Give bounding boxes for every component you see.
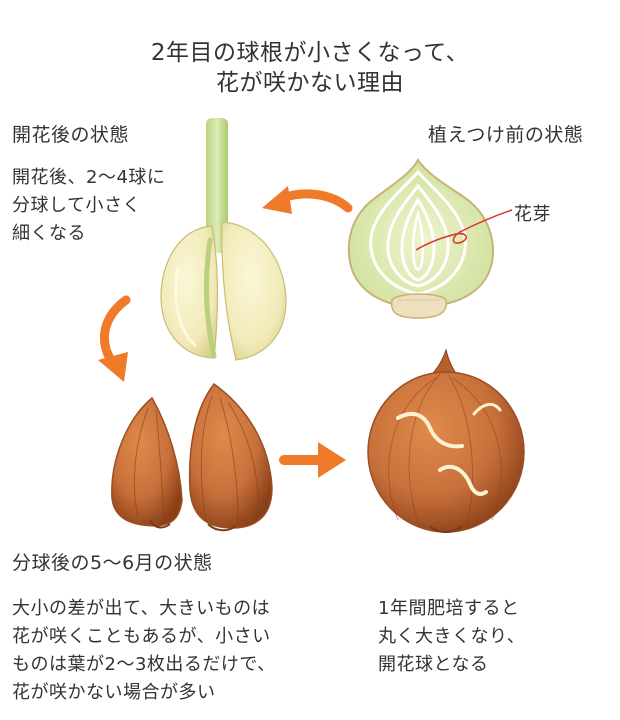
basal-plate <box>390 293 448 319</box>
after-split-text-2: 花が咲くこともあるが、小さい <box>12 626 271 647</box>
flower-bud-label: 花芽 <box>514 204 551 225</box>
split-cloves <box>111 382 273 532</box>
bulb-cross-section <box>347 158 513 319</box>
after-bloom-text-1: 開花後、2〜4球に <box>12 167 166 188</box>
flower-bud-callout-line <box>415 209 513 251</box>
one-year-text-2: 丸く大きくなり、 <box>378 626 526 647</box>
one-year-text-1: 1年間肥培すると <box>378 598 520 619</box>
arrowhead-2 <box>98 352 128 382</box>
after-bloom-text-2: 分球して小さく <box>12 195 141 216</box>
after-split-text-1: 大小の差が出て、大きいものは <box>12 598 271 619</box>
before-planting-heading: 植えつけ前の状態 <box>428 124 584 146</box>
skin-crack-3 <box>472 403 502 416</box>
after-bloom-bulb <box>160 118 287 361</box>
arrowhead-1 <box>262 186 292 214</box>
arrow-bloom-to-split <box>98 295 131 382</box>
skin-crack-2 <box>438 464 488 496</box>
after-split-text-3: ものは葉が2〜3枚出るだけで、 <box>12 654 276 675</box>
arrow-split-to-round <box>279 442 346 478</box>
one-year-text-3: 開花球となる <box>378 654 489 675</box>
arrowhead-3 <box>318 442 346 478</box>
bulb-clove-left <box>160 225 219 359</box>
after-split-heading: 分球後の5〜6月の状態 <box>12 552 213 574</box>
after-bloom-heading: 開花後の状態 <box>12 124 130 146</box>
after-bloom-text-3: 細くなる <box>12 223 86 244</box>
arrow-planting-to-bloom <box>262 186 353 214</box>
round-bulb <box>367 348 525 533</box>
skin-crack-1 <box>396 411 464 449</box>
title-line-2: 花が咲かない理由 <box>216 70 404 96</box>
title-line-1: 2年目の球根が小さくなって、 <box>150 40 470 66</box>
after-split-text-4: 花が咲かない場合が多い <box>12 682 216 703</box>
bulb-body <box>367 371 525 533</box>
bulb-clove-right <box>221 221 287 361</box>
stem <box>206 118 228 253</box>
small-clove <box>111 396 183 527</box>
